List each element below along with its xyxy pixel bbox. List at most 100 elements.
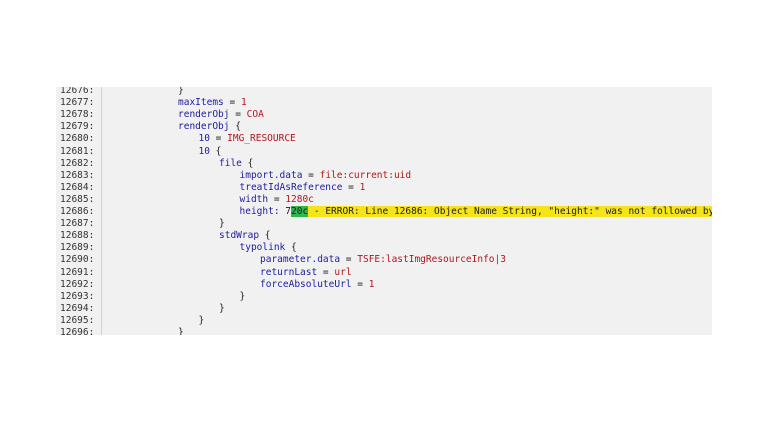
line-number: 12689: — [60, 242, 95, 254]
code-line: 12687:} — [56, 218, 712, 230]
line-number: 12678: — [60, 109, 95, 121]
code-key: } — [219, 302, 225, 314]
code-value: 1280c — [285, 193, 314, 205]
code-operator: { — [209, 145, 222, 157]
code-key: returnLast — [260, 266, 318, 278]
code-key: 10 — [198, 133, 210, 145]
code-text: stdWrap { — [219, 230, 271, 242]
line-number: 12684: — [60, 181, 95, 193]
line-number: 12694: — [60, 302, 95, 314]
code-text: parameter.data = TSFE:lastImgResourceInf… — [260, 254, 506, 266]
code-line: 12689: typolink { — [56, 242, 712, 254]
code-text: treatIdAsReference = 1 — [240, 182, 366, 194]
code-text: renderObj { — [178, 121, 241, 133]
code-operator: = — [340, 254, 358, 266]
code-text: } — [219, 218, 225, 230]
code-operator: = — [209, 133, 228, 145]
code-value: 1 — [240, 97, 247, 109]
code-text: height: 720c - ERROR: Line 12686: Object… — [239, 206, 712, 218]
code-key: file — [219, 157, 242, 169]
code-line: 12695:} — [56, 315, 712, 327]
code-value: COA — [246, 109, 264, 121]
code-operator: = — [317, 266, 335, 278]
code-text: } — [240, 291, 246, 303]
code-operator: { — [241, 157, 254, 169]
line-number: 12691: — [60, 266, 95, 278]
code-line: 12686:height: 720c - ERROR: Line 12686: … — [56, 206, 712, 218]
code-operator: = — [302, 169, 320, 181]
code-key: height: — [239, 206, 280, 217]
code-key: treatIdAsReference — [239, 181, 343, 193]
line-number: 12676: — [60, 87, 95, 96]
code-text: } — [178, 87, 184, 97]
line-number: 12685: — [60, 193, 95, 205]
code-text: import.data = file:current:uid — [240, 170, 412, 182]
code-line: 12692: forceAbsoluteUrl = 1 — [56, 279, 712, 291]
code-line: 12696:} — [56, 327, 712, 335]
code-text: typolink { — [240, 242, 297, 254]
code-key: import.data — [239, 169, 303, 181]
code-line: 12684: treatIdAsReference = 1 — [56, 182, 712, 194]
code-text: maxItems = 1 — [178, 97, 247, 109]
code-text: 10 { — [199, 146, 222, 158]
line-number: 12692: — [60, 278, 95, 290]
code-line: 12688: stdWrap { — [56, 230, 712, 242]
line-number: 12681: — [60, 145, 95, 157]
line-number: 12690: — [60, 254, 95, 266]
line-number: 12680: — [60, 133, 95, 145]
code-text: } — [178, 327, 184, 335]
code-line: 12685: width = 1280c — [56, 194, 712, 206]
code-text: forceAbsoluteUrl = 1 — [260, 279, 374, 291]
code-line: 12694:} — [56, 303, 712, 315]
code-operator: { — [285, 242, 297, 254]
code-line: 12680: 10 = IMG_RESOURCE — [56, 133, 712, 145]
code-key: forceAbsoluteUrl — [260, 278, 352, 290]
code-line: 12693:} — [56, 291, 712, 303]
code-text: returnLast = url — [260, 267, 352, 279]
code-key: } — [239, 290, 246, 302]
line-number: 12679: — [60, 121, 95, 133]
code-operator: = — [342, 181, 360, 193]
line-number: 12696: — [60, 327, 95, 335]
code-value: file:current:uid — [319, 169, 412, 181]
code-key: maxItems — [178, 97, 224, 109]
line-number: 12682: — [60, 157, 95, 169]
cursor-highlight: 20c — [291, 206, 309, 217]
code-line: 12679: renderObj { — [56, 121, 712, 133]
code-text: file { — [219, 158, 253, 170]
code-text: 10 = IMG_RESOURCE — [199, 133, 296, 145]
code-key: } — [198, 314, 205, 326]
code-key: typolink — [239, 242, 286, 254]
code-operator: = — [229, 109, 247, 121]
line-number: 12677: — [60, 97, 95, 109]
code-operator: = — [351, 278, 369, 290]
code-value: TSFE:lastImgResourceInfo|3 — [357, 254, 506, 266]
code-line: 12677: maxItems = 1 — [56, 97, 712, 109]
line-number: 12693: — [60, 290, 95, 302]
code-value: IMG_RESOURCE — [227, 133, 296, 145]
error-message: - ERROR: Line 12686: Object Name String,… — [308, 206, 712, 217]
code-line: 12682: file { — [56, 158, 712, 170]
line-number: 12687: — [60, 218, 95, 230]
code-operator: = — [223, 97, 241, 109]
code-key: parameter.data — [260, 254, 341, 266]
line-number-gutter — [56, 87, 102, 335]
code-line: 12691: returnLast = url — [56, 267, 712, 279]
code-text: renderObj = COA — [178, 109, 264, 121]
code-key: } — [219, 218, 225, 230]
code-operator: 7 — [279, 206, 291, 217]
code-line: 12690: parameter.data = TSFE:lastImgResou… — [56, 254, 712, 266]
code-line: 12681: 10 { — [56, 146, 712, 158]
code-key: } — [178, 327, 184, 335]
code-text: width = 1280c — [240, 194, 314, 206]
line-number: 12688: — [60, 230, 95, 242]
code-text: } — [199, 315, 205, 327]
code-operator: = — [268, 193, 286, 205]
code-key: renderObj — [178, 109, 230, 121]
code-line: 12676:} — [56, 87, 712, 97]
code-value: 1 — [368, 278, 375, 290]
code-line: 12683:import.data = file:current:uid — [56, 170, 712, 182]
code-value: 1 — [359, 181, 366, 193]
code-value: url — [334, 266, 352, 278]
